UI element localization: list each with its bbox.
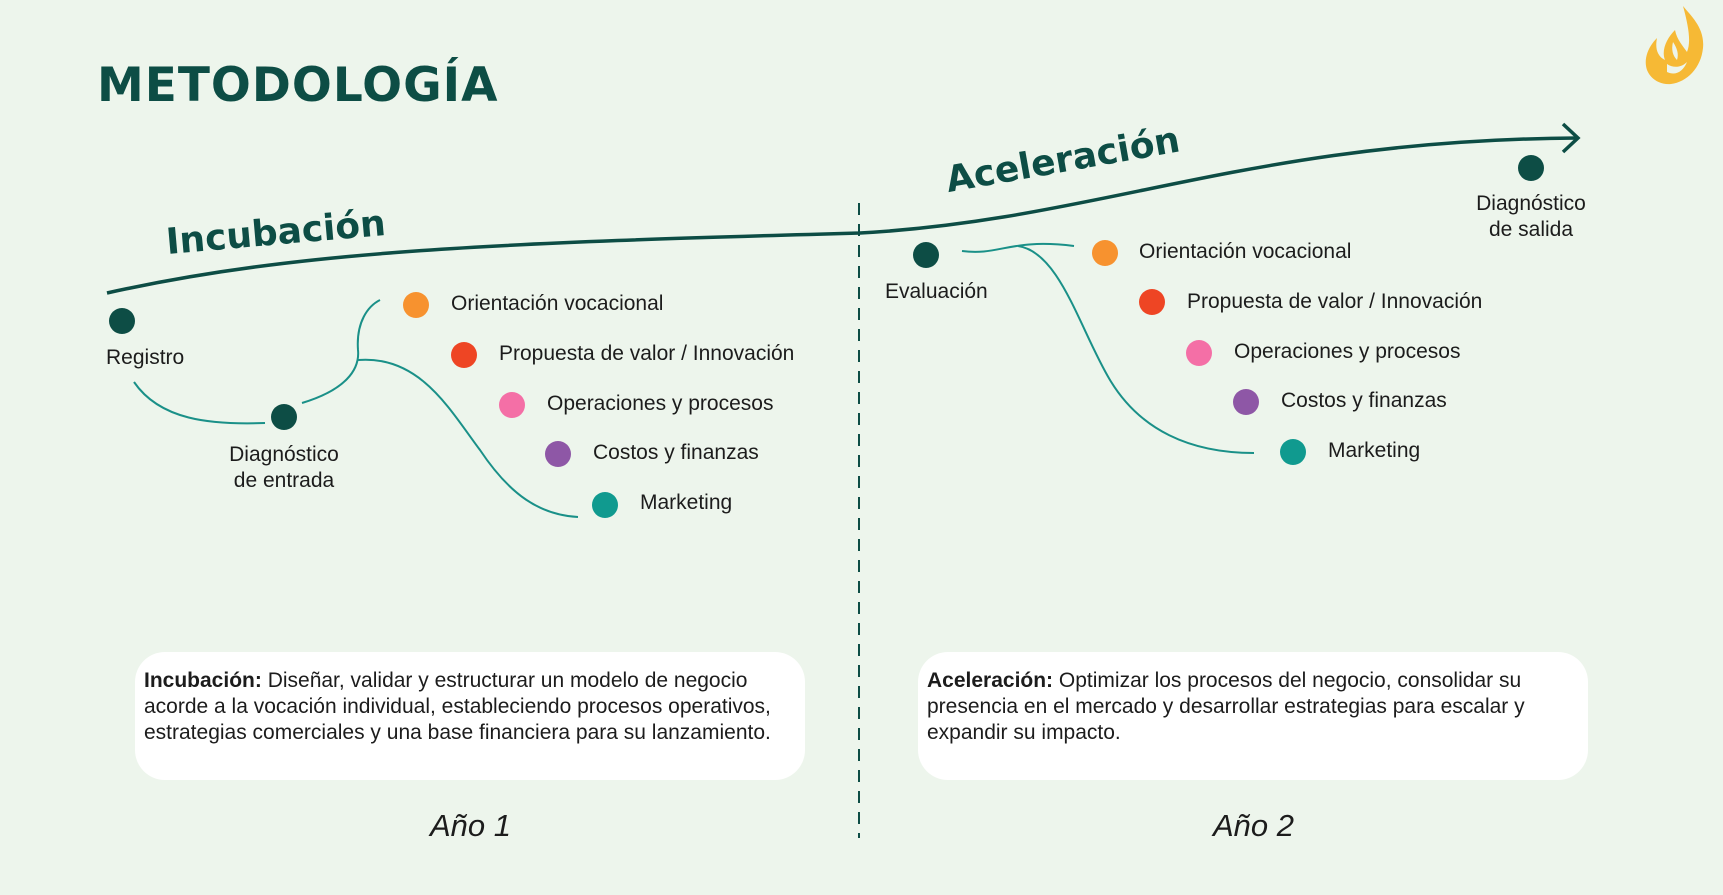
module-label-y1: Costos y finanzas — [593, 441, 759, 464]
description-text: Diseñar, validar y estructurar un modelo… — [144, 669, 771, 744]
module-label-y2: Costos y finanzas — [1281, 389, 1447, 412]
year-label-1: Año 1 — [430, 808, 512, 843]
module-dot-y2-costos — [1233, 389, 1259, 415]
module-label-y2: Marketing — [1328, 439, 1421, 462]
diagnostico-salida-dot — [1518, 155, 1544, 181]
stage-label-diagnostico-salida: Diagnóstico de salida — [1464, 191, 1598, 243]
stage-label-evaluacion: Evaluación — [885, 280, 988, 303]
description-box-incubacion: Incubación: Diseñar, validar y estructur… — [135, 652, 805, 780]
module-label-y1: Propuesta de valor / Innovación — [499, 342, 795, 365]
module-label-y2: Orientación vocacional — [1139, 240, 1352, 263]
description-term: Aceleración: — [927, 669, 1054, 692]
flame-hands-logo-icon — [1645, 6, 1704, 85]
branch-to-orientacion — [301, 299, 381, 404]
page-title: METODOLOGÍA — [97, 58, 499, 113]
description-text: Optimizar los procesos del negocio, cons… — [927, 669, 1525, 744]
branch-to-marketing — [357, 358, 579, 518]
stage-label-line: Diagnóstico — [1476, 192, 1586, 215]
module-label-y1: Orientación vocacional — [451, 292, 664, 315]
registro-dot — [109, 308, 135, 334]
module-label-y2: Propuesta de valor / Innovación — [1187, 290, 1483, 313]
stage-label-line: de entrada — [233, 469, 335, 492]
stage-label-diagnostico-entrada: Diagnóstico de entrada — [218, 442, 350, 494]
module-dot-y2-operaciones — [1186, 340, 1212, 366]
stage-label-registro: Registro — [106, 346, 185, 369]
module-dot-y1-costos — [545, 441, 571, 467]
module-dot-y2-propuesta — [1139, 289, 1165, 315]
stage-label-line: de salida — [1488, 218, 1574, 241]
module-label-y1: Operaciones y procesos — [547, 392, 774, 415]
timeline-arrowhead — [1561, 122, 1581, 154]
diagnostico-entrada-dot — [271, 404, 297, 430]
description-box-aceleracion: Aceleración: Optimizar los procesos del … — [918, 652, 1588, 780]
year-label-2: Año 2 — [1213, 808, 1295, 843]
module-dot-y1-propuesta — [451, 342, 477, 368]
description-term: Incubación: — [144, 669, 262, 692]
module-dot-y2-orientacion — [1092, 240, 1118, 266]
stage-label-line: Diagnóstico — [229, 443, 339, 466]
module-dot-y1-marketing — [592, 492, 618, 518]
module-label-y2: Operaciones y procesos — [1234, 340, 1461, 363]
module-dot-y1-operaciones — [499, 392, 525, 418]
branch-evaluacion-marketing — [1017, 245, 1255, 454]
module-label-y1: Marketing — [640, 491, 733, 514]
module-dot-y2-marketing — [1280, 439, 1306, 465]
branch-registro-diagnostico — [133, 381, 266, 425]
branch-evaluacion-orientacion — [961, 242, 1075, 253]
evaluacion-dot — [913, 242, 939, 268]
module-dot-y1-orientacion — [403, 292, 429, 318]
